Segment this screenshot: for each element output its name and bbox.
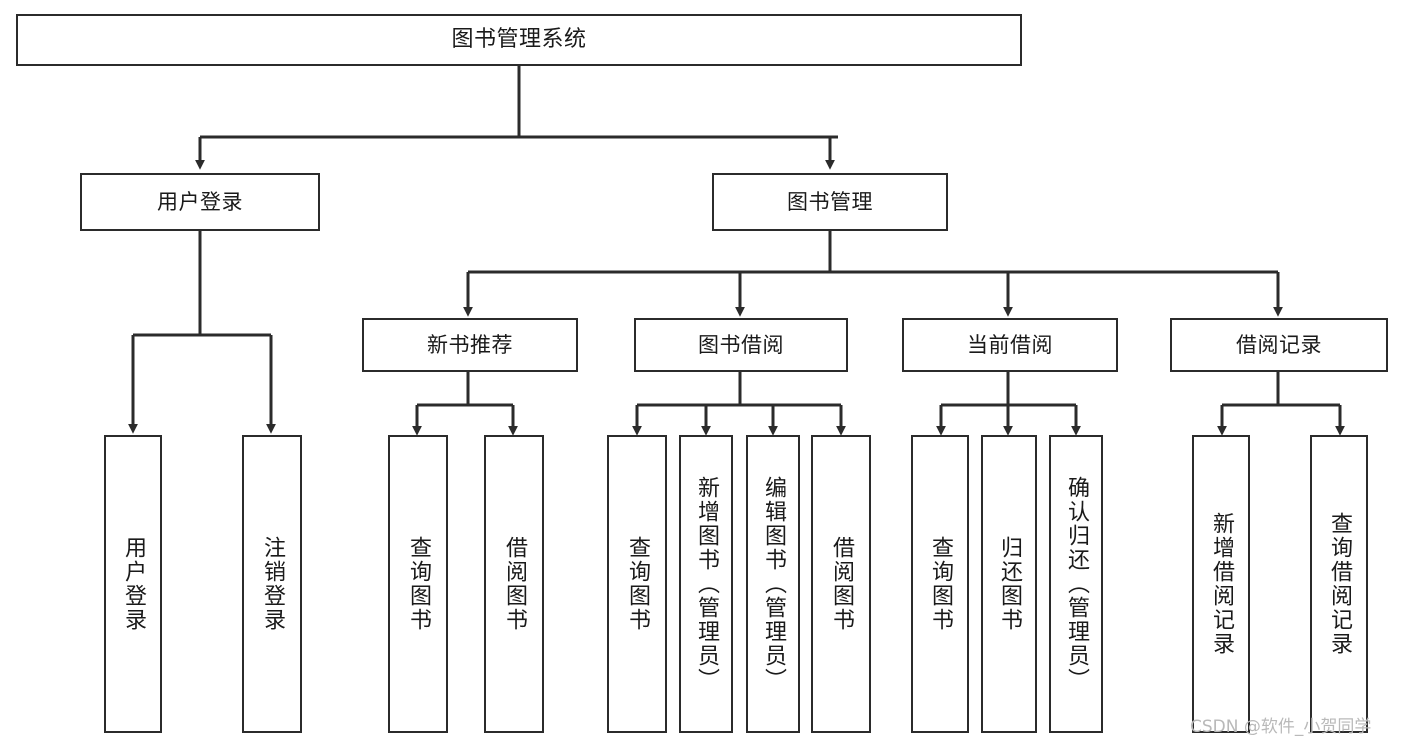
node-book-borrow-label: 图书借阅	[698, 332, 784, 357]
node-leaf-confirm-return-admin[interactable]: 确认归还（管理员）	[1049, 435, 1103, 733]
node-leaf-user-login[interactable]: 用户登录	[104, 435, 162, 733]
node-book-borrow[interactable]: 图书借阅	[634, 318, 848, 372]
node-leaf-query-borrow-record-label: 查询借阅记录	[1327, 512, 1352, 656]
node-leaf-add-book-admin-label: 新增图书（管理员）	[694, 476, 719, 692]
node-root[interactable]: 图书管理系统	[16, 14, 1022, 66]
node-leaf-edit-book-admin-label: 编辑图书（管理员）	[761, 476, 786, 692]
node-new-book-recommend-label: 新书推荐	[427, 332, 513, 357]
node-user-login[interactable]: 用户登录	[80, 173, 320, 231]
node-leaf-query-book-current-label: 查询图书	[928, 536, 953, 632]
node-leaf-edit-book-admin[interactable]: 编辑图书（管理员）	[746, 435, 800, 733]
node-leaf-borrow-book-recommend[interactable]: 借阅图书	[484, 435, 544, 733]
node-borrow-record-label: 借阅记录	[1236, 332, 1322, 357]
node-leaf-query-book-recommend-label: 查询图书	[406, 536, 431, 632]
node-leaf-user-login-label: 用户登录	[121, 536, 146, 632]
node-book-management[interactable]: 图书管理	[712, 173, 948, 231]
node-new-book-recommend[interactable]: 新书推荐	[362, 318, 578, 372]
node-leaf-borrow-book-borrow-label: 借阅图书	[829, 536, 854, 632]
node-leaf-borrow-book-recommend-label: 借阅图书	[502, 536, 527, 632]
node-root-label: 图书管理系统	[451, 27, 587, 53]
node-leaf-query-book-recommend[interactable]: 查询图书	[388, 435, 448, 733]
node-leaf-borrow-book-borrow[interactable]: 借阅图书	[811, 435, 871, 733]
node-leaf-logout-label: 注销登录	[260, 536, 285, 632]
node-leaf-query-borrow-record[interactable]: 查询借阅记录	[1310, 435, 1368, 733]
node-leaf-query-book-current[interactable]: 查询图书	[911, 435, 969, 733]
node-leaf-query-book-borrow[interactable]: 查询图书	[607, 435, 667, 733]
node-user-login-label: 用户登录	[157, 189, 243, 214]
node-leaf-add-book-admin[interactable]: 新增图书（管理员）	[679, 435, 733, 733]
node-leaf-return-book[interactable]: 归还图书	[981, 435, 1037, 733]
node-leaf-query-book-borrow-label: 查询图书	[625, 536, 650, 632]
node-leaf-add-borrow-record[interactable]: 新增借阅记录	[1192, 435, 1250, 733]
node-leaf-confirm-return-admin-label: 确认归还（管理员）	[1064, 476, 1089, 692]
node-leaf-logout[interactable]: 注销登录	[242, 435, 302, 733]
node-book-management-label: 图书管理	[787, 189, 873, 214]
node-leaf-add-borrow-record-label: 新增借阅记录	[1209, 512, 1234, 656]
node-borrow-record[interactable]: 借阅记录	[1170, 318, 1388, 372]
node-current-borrow[interactable]: 当前借阅	[902, 318, 1118, 372]
node-leaf-return-book-label: 归还图书	[997, 536, 1022, 632]
node-current-borrow-label: 当前借阅	[967, 332, 1053, 357]
